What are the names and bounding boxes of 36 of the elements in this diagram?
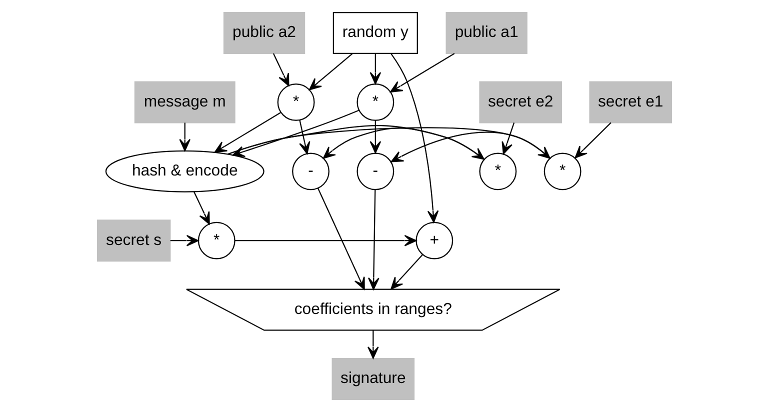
arrow [272,53,289,86]
arrow [214,112,280,153]
node-circle: * [478,152,516,190]
arrow [366,330,378,359]
node-circle: * [356,84,394,121]
arrow [390,53,438,223]
node-circle: * [276,84,314,121]
node-box: message m [134,81,235,124]
arrow [369,54,381,84]
arrow [308,53,352,90]
arrow [234,234,416,246]
arrow [389,53,454,93]
node-circle: - [292,152,329,190]
arrow [368,190,379,290]
node-box: secret e1 [588,81,672,124]
node-box: secret s [96,220,170,262]
arrow [501,122,514,154]
arrow [369,120,381,154]
node-circle: * [543,152,581,190]
node-circle: + [415,222,453,260]
arrow [170,234,198,246]
node-box: signature [331,358,414,400]
node-ellipse: hash & encode [104,150,264,192]
node-box: public a2 [222,12,305,54]
arrow [178,122,190,152]
node-box: public a1 [445,12,527,54]
arrow [390,132,550,162]
arrow [298,120,310,154]
node-box: secret e2 [478,81,562,124]
arrow [390,254,423,290]
node-circle: - [356,152,394,190]
node-box: random y [332,12,418,54]
arrow [193,192,210,225]
node-circle: * [197,222,235,260]
arrow [316,188,364,290]
arrow [574,122,611,158]
